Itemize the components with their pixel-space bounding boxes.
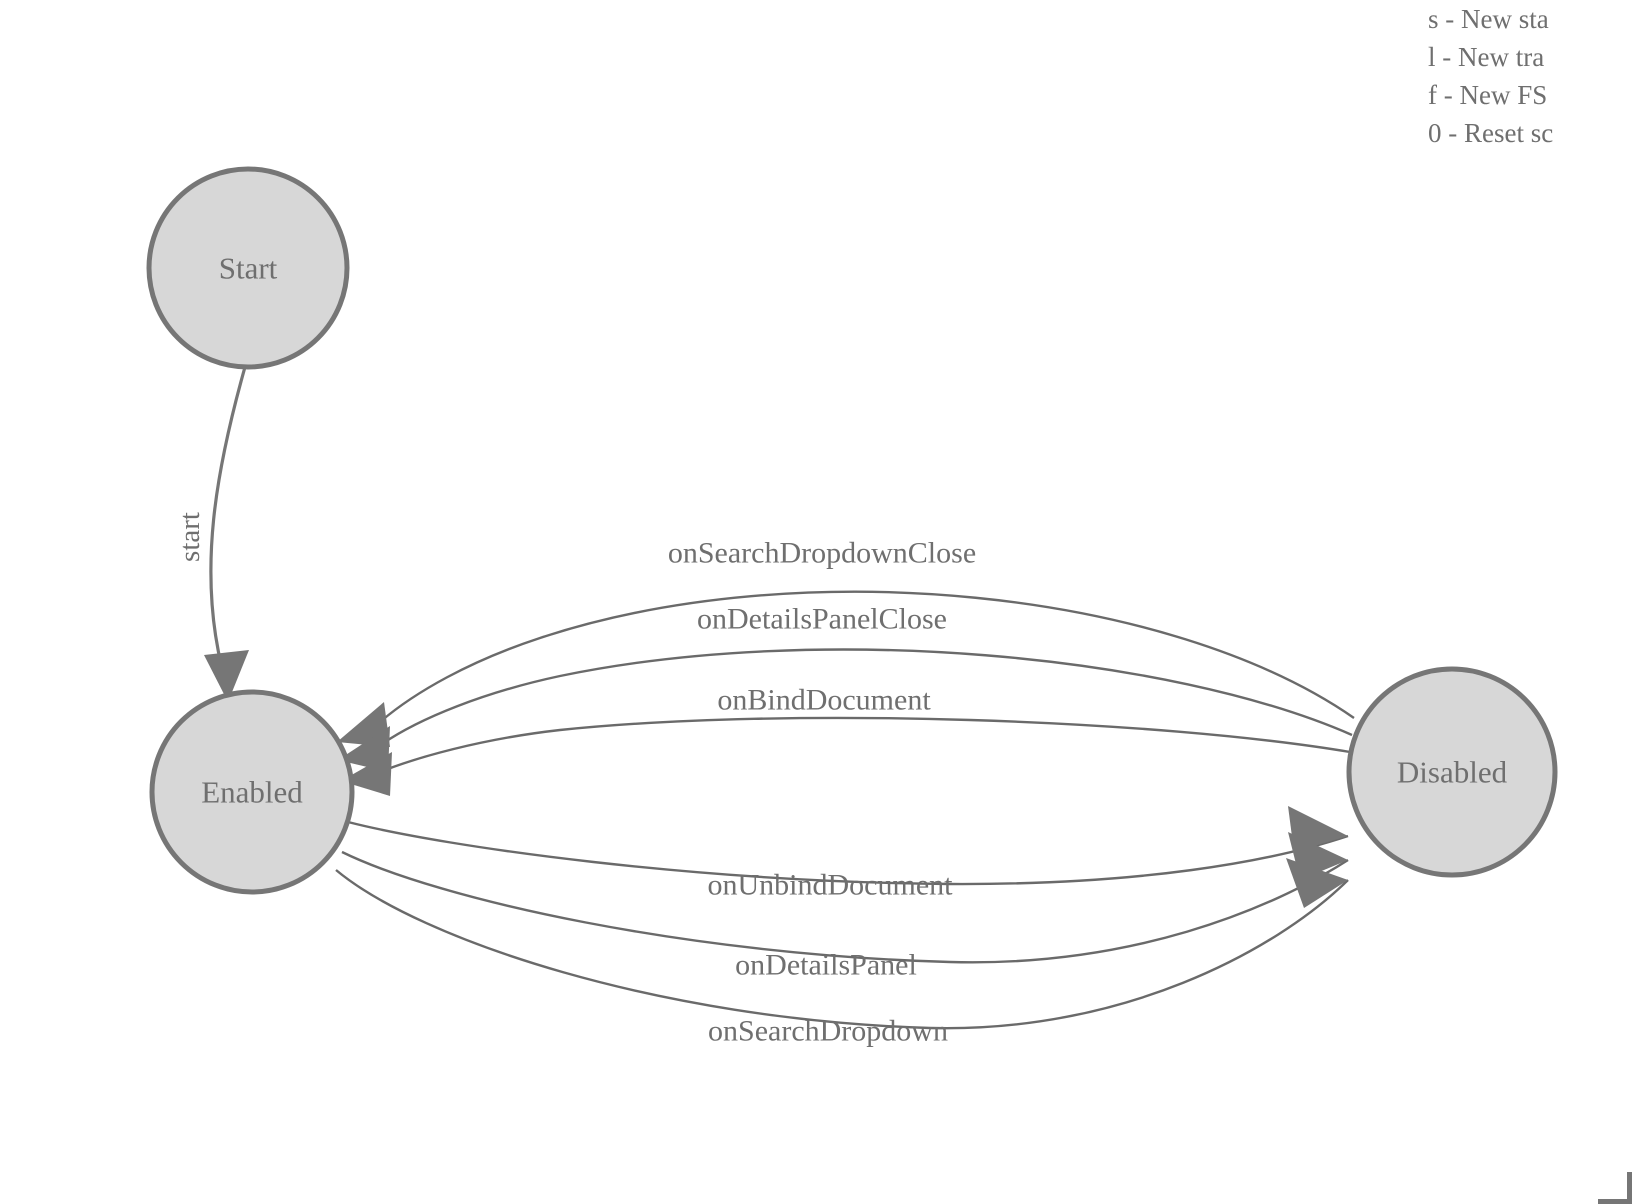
transition-label: onSearchDropdown [708,1015,948,1048]
transition-path[interactable] [335,869,1349,1030]
transition-onSearchDropdown[interactable]: onSearchDropdown [335,858,1349,1048]
state-node-enabled[interactable]: Enabled [149,689,355,895]
transition-path[interactable] [209,366,247,669]
transition-onUnbindDocument[interactable]: onUnbindDocument [347,806,1349,902]
transition-start[interactable]: start [174,366,249,702]
transition-path[interactable] [379,590,1355,723]
resize-corner-vertical-bar [1627,1172,1632,1204]
transition-onBindDocument[interactable]: onBindDocument [341,684,1351,797]
state-node-start[interactable]: Start [146,166,350,370]
state-label: Start [219,251,278,286]
transition-label: onDetailsPanel [735,949,917,982]
arrowhead-icon [1286,858,1348,908]
arrowhead-icon [204,650,249,702]
transition-label: onDetailsPanelClose [697,603,947,636]
transition-label: onSearchDropdownClose [668,537,976,570]
transition-label: start [174,512,206,562]
transition-path[interactable] [379,716,1351,774]
transition-label: onBindDocument [717,684,931,717]
arrowhead-icon [338,726,390,772]
transition-onDetailsPanel[interactable]: onDetailsPanel [341,832,1349,982]
resize-corner-horizontal-bar [1598,1199,1632,1204]
state-label: Disabled [1397,755,1508,790]
transition-label: onUnbindDocument [708,869,954,902]
transition-path[interactable] [381,648,1353,745]
state-label: Enabled [201,775,303,810]
state-circle[interactable] [1346,666,1558,878]
resize-corner-handle[interactable] [1598,1172,1632,1204]
transition-path[interactable] [347,820,1349,886]
transition-path[interactable] [341,850,1349,964]
arrowhead-icon [341,752,392,796]
state-circle[interactable] [146,166,350,370]
state-node-disabled[interactable]: Disabled [1346,666,1558,878]
transition-onDetailsPanelClose[interactable]: onDetailsPanelClose [338,603,1353,773]
state-circle[interactable] [149,689,355,895]
